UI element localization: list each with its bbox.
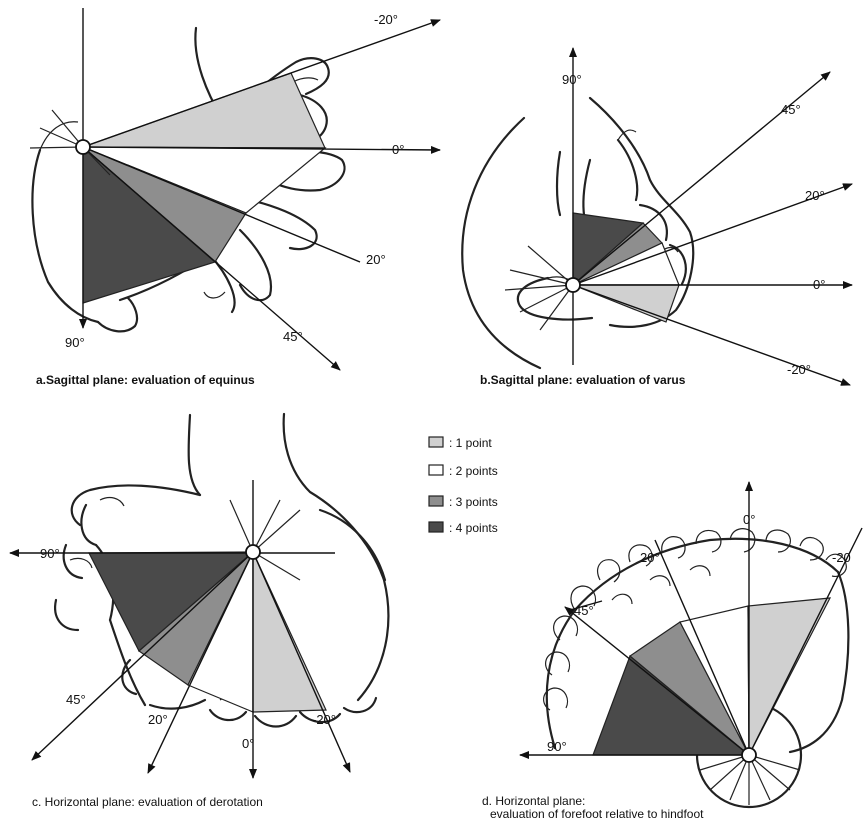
panel-b-label-45: 45° (781, 102, 801, 117)
panel-d-label-90: 90° (547, 739, 567, 754)
legend-label-3pt: : 3 points (449, 495, 498, 509)
panel-b-label-0: 0° (813, 277, 825, 292)
panel-c-label-90: 90° (40, 546, 60, 561)
panel-c-caption: c. Horizontal plane: evaluation of derot… (32, 795, 263, 809)
panel-d-caption-line1: d. Horizontal plane: (482, 794, 585, 808)
panel-b-label-90: 90° (562, 72, 582, 87)
legend-label-2pt: : 2 points (449, 464, 498, 478)
panel-d-caption-line2: evaluation of forefoot relative to hindf… (490, 807, 704, 821)
panel-a-label-minus20: -20° (374, 12, 398, 27)
panel-c-label-minus20: -20° (312, 712, 336, 727)
legend-swatch-4pt (429, 522, 443, 532)
panel-a-pivot (76, 140, 90, 154)
legend: : 1 point : 2 points : 3 points : 4 poin… (429, 436, 498, 535)
panel-a-equinus: -20° 0° 20° 45° 90° a.Sagittal plane: ev… (30, 8, 440, 387)
panel-c-derotation: 90° 45° 20° 0° -20° c. Horizontal plane:… (10, 414, 388, 809)
panel-d-label-0: 0° (743, 512, 755, 527)
panel-c-label-20: 20° (148, 712, 168, 727)
legend-swatch-1pt (429, 437, 443, 447)
legend-item-2pt: : 2 points (429, 464, 498, 478)
panel-a-label-90: 90° (65, 335, 85, 350)
legend-item-3pt: : 3 points (429, 495, 498, 509)
panel-d-label-minus20: -20 (832, 550, 851, 565)
panel-a-caption: a.Sagittal plane: evaluation of equinus (36, 373, 255, 387)
panel-d-label-45: 45° (574, 603, 594, 618)
panel-d-forefoot: 0° 20° -20 45° 90° d. Horizontal plane: … (482, 482, 862, 821)
panel-c-pivot (246, 545, 260, 559)
panel-c-label-45: 45° (66, 692, 86, 707)
panel-b-caption: b.Sagittal plane: evaluation of varus (480, 373, 686, 387)
legend-item-4pt: : 4 points (429, 521, 498, 535)
legend-item-1pt: : 1 point (429, 436, 492, 450)
legend-label-4pt: : 4 points (449, 521, 498, 535)
panel-d-pivot (742, 748, 756, 762)
legend-swatch-3pt (429, 496, 443, 506)
legend-label-1pt: : 1 point (449, 436, 492, 450)
panel-d-label-20: 20° (640, 550, 660, 565)
panel-b-varus: 90° 45° 20° 0° -20° b.Sagittal plane: ev… (462, 48, 852, 387)
panel-a-label-20: 20° (366, 252, 386, 267)
panel-b-label-20: 20° (805, 188, 825, 203)
panel-a-label-0: 0° (392, 142, 404, 157)
panel-a-label-45: 45° (283, 329, 303, 344)
legend-swatch-2pt (429, 465, 443, 475)
panel-b-pivot (566, 278, 580, 292)
panel-b-label-minus20: -20° (787, 362, 811, 377)
panel-c-label-0: 0° (242, 736, 254, 751)
